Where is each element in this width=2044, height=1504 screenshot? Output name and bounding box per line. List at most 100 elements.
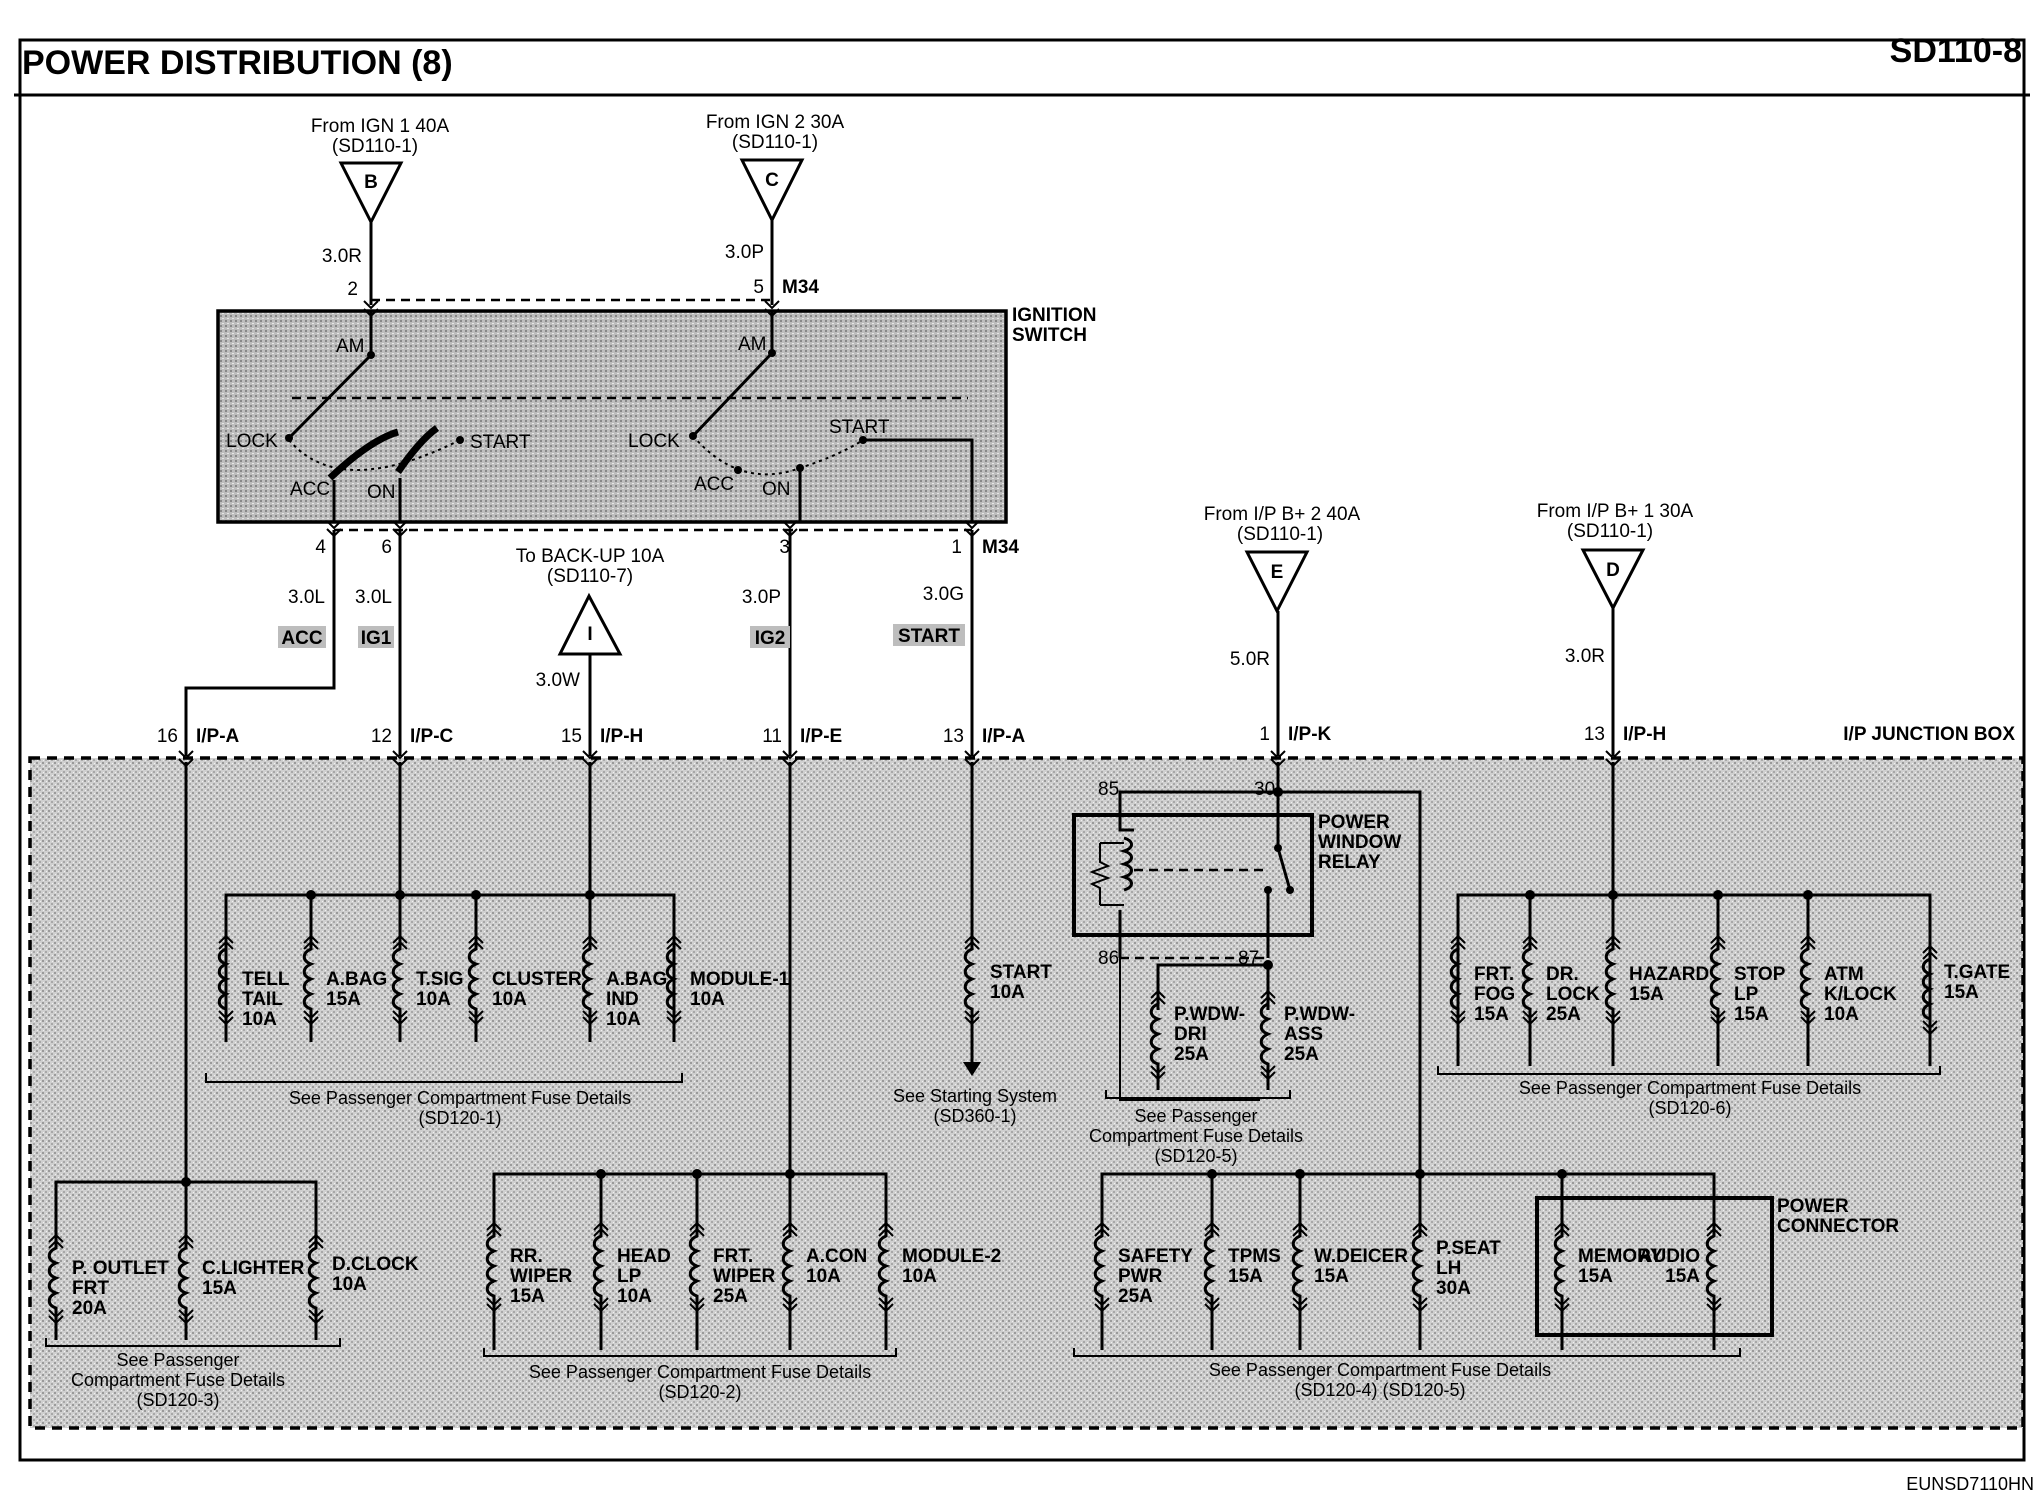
fuse-abag-ind-3: 10A bbox=[606, 1009, 641, 1030]
note-sd120-6-b: (SD120-6) bbox=[1648, 1098, 1731, 1118]
jb-pin-7: 13 bbox=[1584, 724, 1605, 745]
fuse-drlock-1: DR. bbox=[1546, 964, 1579, 985]
fuse-headlp-2: LP bbox=[617, 1266, 642, 1287]
backup-wire: 3.0W bbox=[536, 670, 580, 691]
fuse-module1-2: 10A bbox=[690, 989, 725, 1010]
switch-l-lock: LOCK bbox=[226, 431, 278, 452]
input-b-ref: (SD110-1) bbox=[332, 136, 418, 157]
ignition-switch: IGNITION SWITCH AM LOCK ACC ON START AM … bbox=[216, 300, 1096, 524]
jb-conn-5: I/P-A bbox=[982, 726, 1026, 747]
input-e-triangle bbox=[1244, 550, 1310, 615]
jb-pin-4: 11 bbox=[762, 726, 782, 747]
footer-code: EUNSD7110HN bbox=[1906, 1474, 2034, 1494]
junction-box: I/P JUNCTION BOX 16 I/P-A 12 I/P-C 15 I/… bbox=[28, 724, 2025, 1430]
backup-ref: (SD110-7) bbox=[547, 566, 633, 587]
backup-letter: I bbox=[587, 624, 592, 645]
switch-r-start: START bbox=[829, 417, 890, 438]
jb-pin-6: 1 bbox=[1259, 724, 1270, 745]
fuse-tell-tail-3: 10A bbox=[242, 1009, 277, 1030]
fuse-abag-ind-2: IND bbox=[606, 989, 639, 1010]
input-c-wire: 3.0P bbox=[725, 242, 764, 263]
out-acc-pin: 4 bbox=[315, 537, 326, 558]
fuse-module2-1: MODULE-2 bbox=[902, 1246, 1001, 1267]
relay-title-1: POWER bbox=[1318, 812, 1390, 833]
junction-box-body bbox=[28, 756, 2025, 1430]
jb-conn-2: I/P-C bbox=[410, 726, 454, 747]
input-b-pin: 2 bbox=[347, 279, 358, 300]
fuse-wdeicer-2: 15A bbox=[1314, 1266, 1349, 1287]
fuse-frtfog-1: FRT. bbox=[1474, 964, 1514, 985]
ignition-switch-body bbox=[216, 309, 1008, 524]
fuse-rrwiper-1: RR. bbox=[510, 1246, 543, 1267]
fuse-atmklock-2: K/LOCK bbox=[1824, 984, 1897, 1005]
fuse-cluster-2: 10A bbox=[492, 989, 527, 1010]
fuse-headlp-1: HEAD bbox=[617, 1246, 671, 1267]
fuse-module2-2: 10A bbox=[902, 1266, 937, 1287]
switch-r-on: ON bbox=[762, 479, 791, 500]
fuse-abag-2: 15A bbox=[326, 989, 361, 1010]
fuse-tell-tail-1: TELL bbox=[242, 969, 290, 990]
jb-conn-1: I/P-A bbox=[196, 726, 240, 747]
jb-conn-4: I/P-E bbox=[800, 726, 842, 747]
input-b-triangle bbox=[338, 161, 404, 226]
input-c: From IGN 2 30A (SD110-1) C 3.0P 5 M34 bbox=[706, 112, 844, 305]
page-frame bbox=[18, 38, 2026, 1462]
fuse-pwdw-ass-1: P.WDW- bbox=[1284, 1004, 1355, 1025]
input-d-triangle bbox=[1580, 548, 1646, 612]
fuse-memory-2: 15A bbox=[1578, 1266, 1613, 1287]
fuse-tell-tail-2: TAIL bbox=[242, 989, 283, 1010]
fuse-tpms-2: 15A bbox=[1228, 1266, 1263, 1287]
fuse-rrwiper-3: 15A bbox=[510, 1286, 545, 1307]
fuse-pseat-2: LH bbox=[1436, 1258, 1461, 1279]
note-sd120-2-a: See Passenger Compartment Fuse Details bbox=[529, 1362, 871, 1382]
input-b-from: From IGN 1 40A bbox=[311, 116, 450, 137]
fuse-tpms-1: TPMS bbox=[1228, 1246, 1281, 1267]
ignition-switch-title-2: SWITCH bbox=[1012, 325, 1087, 346]
jb-pin-3: 15 bbox=[561, 726, 582, 747]
jb-conn-3: I/P-H bbox=[600, 726, 643, 747]
fuse-abag-1: A.BAG bbox=[326, 969, 387, 990]
fuse-frtfog-3: 15A bbox=[1474, 1004, 1509, 1025]
note-sd120-3-c: (SD120-3) bbox=[136, 1390, 219, 1410]
input-e-from: From I/P B+ 2 40A bbox=[1204, 504, 1361, 525]
out-acc-wire: 3.0L bbox=[288, 587, 325, 608]
out-start-wire: 3.0G bbox=[923, 584, 964, 605]
note-start-b: (SD360-1) bbox=[933, 1106, 1016, 1126]
fuse-clighter-1: C.LIGHTER bbox=[202, 1258, 305, 1279]
jb-conn-6: I/P-K bbox=[1288, 724, 1332, 745]
input-b-wire: 3.0R bbox=[322, 246, 362, 267]
switch-r-lock: LOCK bbox=[628, 431, 680, 452]
input-e-letter: E bbox=[1271, 562, 1284, 583]
page-title: POWER DISTRIBUTION (8) bbox=[22, 44, 453, 82]
relay-pin-30: 30 bbox=[1254, 779, 1275, 800]
note-sd120-5-a: See Passenger bbox=[1134, 1106, 1257, 1126]
fuse-poutlet-3: 20A bbox=[72, 1298, 107, 1319]
input-d-from: From I/P B+ 1 30A bbox=[1537, 501, 1694, 522]
relay-pin-86: 86 bbox=[1098, 948, 1119, 969]
note-sd120-4-a: See Passenger Compartment Fuse Details bbox=[1209, 1360, 1551, 1380]
fuse-wdeicer-1: W.DEICER bbox=[1314, 1246, 1408, 1267]
fuse-cluster-1: CLUSTER bbox=[492, 969, 582, 990]
fuse-tsig-1: T.SIG bbox=[416, 969, 464, 990]
page-code: SD110-8 bbox=[1890, 32, 2022, 70]
fuse-hazard-1: HAZARD bbox=[1629, 964, 1709, 985]
out-ig1-tag: IG1 bbox=[361, 628, 392, 649]
input-d-wire: 3.0R bbox=[1565, 646, 1605, 667]
note-sd120-1-a: See Passenger Compartment Fuse Details bbox=[289, 1088, 631, 1108]
fuse-audio-2: 15A bbox=[1665, 1266, 1700, 1287]
note-sd120-3-b: Compartment Fuse Details bbox=[71, 1370, 285, 1390]
fuse-tgate-1: T.GATE bbox=[1944, 962, 2010, 983]
note-sd120-1-b: (SD120-1) bbox=[418, 1108, 501, 1128]
input-e-wire: 5.0R bbox=[1230, 649, 1270, 670]
fuse-dclock-1: D.CLOCK bbox=[332, 1254, 419, 1275]
fuse-abag-ind-1: A.BAG bbox=[606, 969, 667, 990]
fuse-pwdw-dri-2: DRI bbox=[1174, 1024, 1207, 1045]
fuse-frtwiper-2: WIPER bbox=[713, 1266, 776, 1287]
power-connector-title-2: CONNECTOR bbox=[1777, 1216, 1899, 1237]
jb-pin-1: 16 bbox=[157, 726, 178, 747]
fuse-hazard-2: 15A bbox=[1629, 984, 1664, 1005]
out-ig2-pin: 3 bbox=[779, 537, 790, 558]
fuse-pseat-3: 30A bbox=[1436, 1278, 1471, 1299]
fuse-pwdw-dri-1: P.WDW- bbox=[1174, 1004, 1245, 1025]
